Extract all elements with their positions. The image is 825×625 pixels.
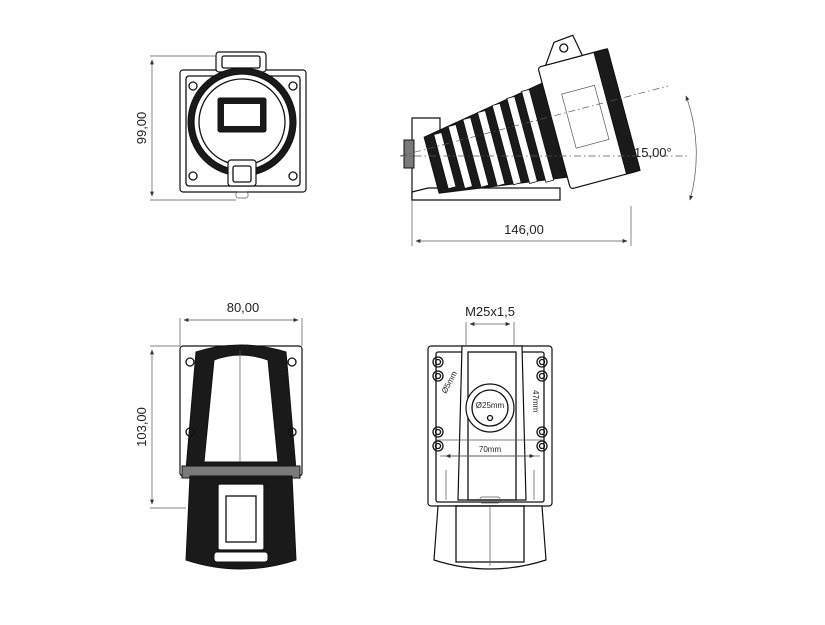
side-view: 15,00° 146,00 (399, 34, 697, 246)
front-height-label: 99,00 (134, 112, 149, 145)
gland-diameter-label: Ø25mm (476, 401, 505, 410)
front-screws (188, 81, 298, 181)
vertical-spacing-label: 47mm (531, 390, 540, 413)
side-angle-label: 15,00° (634, 145, 672, 160)
horizontal-spacing-label: 70mm (479, 445, 502, 454)
back-mounting-holes (432, 356, 548, 452)
back-view: Ø25mm Ø5mm 47mm 70mm M25x1,5 (427, 304, 553, 570)
side-ribs (433, 88, 555, 190)
bottom-view: 80,00 103,00 (134, 300, 303, 570)
bottom-height-label: 103,00 (134, 407, 149, 447)
bottom-width-label: 80,00 (227, 300, 260, 315)
side-length-label: 146,00 (504, 222, 544, 237)
thread-label: M25x1,5 (465, 304, 515, 319)
front-view: 99,00 (134, 51, 307, 201)
